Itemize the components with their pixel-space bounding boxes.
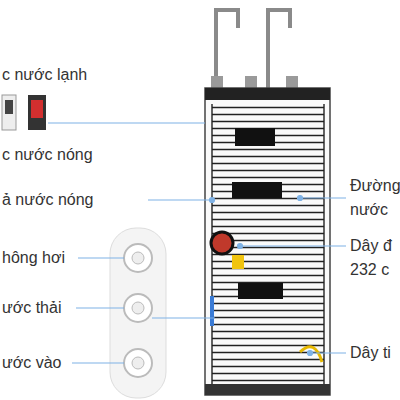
part-label: Dây ti (350, 341, 391, 365)
yellow-cable (300, 347, 322, 362)
leader-line (78, 257, 124, 258)
leader-line (300, 197, 346, 198)
part-label: Đường nước (350, 174, 400, 222)
faucet-base (286, 76, 298, 88)
part-label: hông hơi (2, 246, 65, 270)
warning-sticker (232, 255, 244, 269)
leader-line (148, 199, 212, 200)
part-label: c nước lạnh (2, 63, 87, 87)
power-cord-coil (211, 232, 233, 254)
leader-line (240, 245, 346, 246)
part-label: Dây đ 232 c (350, 234, 400, 282)
switch-rocker (31, 100, 43, 118)
base-band (205, 384, 330, 395)
bracket-part (232, 182, 282, 198)
leader-dot (210, 198, 215, 203)
faucet-base (211, 76, 223, 88)
part-label: ả nước nóng (2, 188, 93, 212)
pipe-fitting-core (132, 357, 144, 369)
leader-dot (238, 244, 243, 249)
top-band (205, 88, 330, 100)
blue-tube (210, 296, 214, 326)
part-label: c nước nóng (2, 143, 93, 167)
pipe-fitting (124, 294, 152, 322)
leader-line (76, 307, 124, 308)
pipe-fitting-core (132, 252, 144, 264)
part-label: ước vào (2, 351, 61, 375)
bracket-part (238, 283, 283, 299)
pipe-fitting (124, 349, 152, 377)
pipe-fitting-core (132, 302, 144, 314)
leader-line (152, 317, 215, 318)
leader-dot (308, 351, 313, 356)
switch-cold (2, 95, 16, 130)
faucet-base (245, 76, 257, 88)
switch-hot (28, 95, 46, 130)
leader-line (72, 362, 124, 363)
fittings-panel (110, 228, 166, 398)
bracket-part (235, 128, 275, 146)
leader-line (310, 352, 346, 353)
coil-edge (323, 104, 324, 384)
leader-dot (298, 196, 303, 201)
part-label: ước thải (2, 296, 61, 320)
leader-line (48, 122, 205, 123)
condenser-coil (212, 104, 324, 384)
purifier-body (205, 88, 330, 395)
pipe-fitting (124, 244, 152, 272)
switch-rocker (5, 100, 13, 114)
